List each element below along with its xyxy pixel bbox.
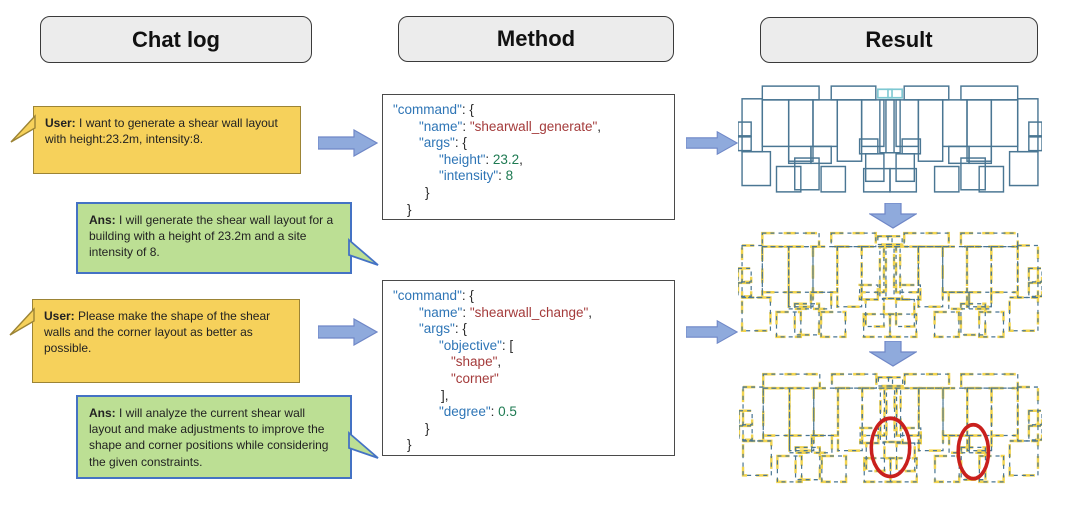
header-chat-log: Chat log [40,16,312,63]
code-line: "degree": 0.5 [439,404,517,420]
code-line: "intensity": 8 [439,168,514,184]
arrow-right-icon [318,129,378,157]
arrow-right-icon [686,319,738,345]
code-line: } [425,420,430,436]
arrow-right-icon [686,130,738,156]
code-block-shearwall-change: "command": {"name": "shearwall_change","… [382,280,675,456]
chat-bubble-ans-2: Ans: I will analyze the current shear wa… [76,395,379,479]
header-method-label: Method [496,26,576,51]
speech-tail-icon [348,431,379,459]
speech-tail-icon [9,307,35,336]
header-chat-log-label: Chat log [132,26,220,52]
code-line: "objective": [ [439,337,514,353]
highlight-ellipse [956,422,991,481]
speaker-label: User: [44,309,75,323]
arrow-down-icon [869,203,917,229]
message-text: Please make the shape of the shear walls… [44,309,271,356]
chat-bubble-user-1: User: I want to generate a shear wall la… [10,106,301,174]
chat-bubble-user-2: User: Please make the shape of the shear… [9,299,300,383]
code-line: } [407,437,412,453]
chat-bubble-ans-1: Ans: I will generate the shear wall layo… [76,202,379,274]
result-plan-final [737,372,1044,484]
arrow-right-icon [318,318,378,346]
speaker-label: Ans: [89,213,116,227]
message-text: I will analyze the current shear wall la… [89,406,329,469]
code-line: "command": { [393,288,474,303]
code-line: "height": 23.2, [439,151,523,167]
header-result: Result [760,17,1038,63]
code-line: "corner" [451,370,499,386]
changed-shearwall-layout-svg [736,231,1044,339]
highlight-ellipse [869,416,912,479]
code-line: "shape", [451,354,502,370]
speaker-label: Ans: [89,406,116,420]
code-line: "name": "shearwall_change", [419,304,593,320]
code-line: } [407,201,412,217]
code-line: } [425,184,430,200]
code-line: "args": { [419,321,467,337]
arrow-down-icon [869,341,917,367]
code-line: "args": { [419,135,467,151]
code-block-shearwall-generate: "command": {"name": "shearwall_generate"… [382,94,675,220]
message-text: I want to generate a shear wall layout w… [45,116,278,147]
message-text: I will generate the shear wall layout fo… [89,213,334,260]
speaker-label: User: [45,116,76,130]
header-method: Method [398,16,674,62]
generated-shearwall-layout-svg [737,85,1043,193]
header-result-label: Result [865,27,933,52]
speech-tail-icon [348,238,379,266]
final-shearwall-layout-svg [737,372,1044,484]
result-plan-changed [736,231,1044,339]
code-line: "name": "shearwall_generate", [419,118,602,134]
result-plan-generated [737,84,1043,194]
speech-tail-icon [10,114,36,143]
code-line: ], [441,387,449,403]
code-line: "command": { [393,102,474,117]
